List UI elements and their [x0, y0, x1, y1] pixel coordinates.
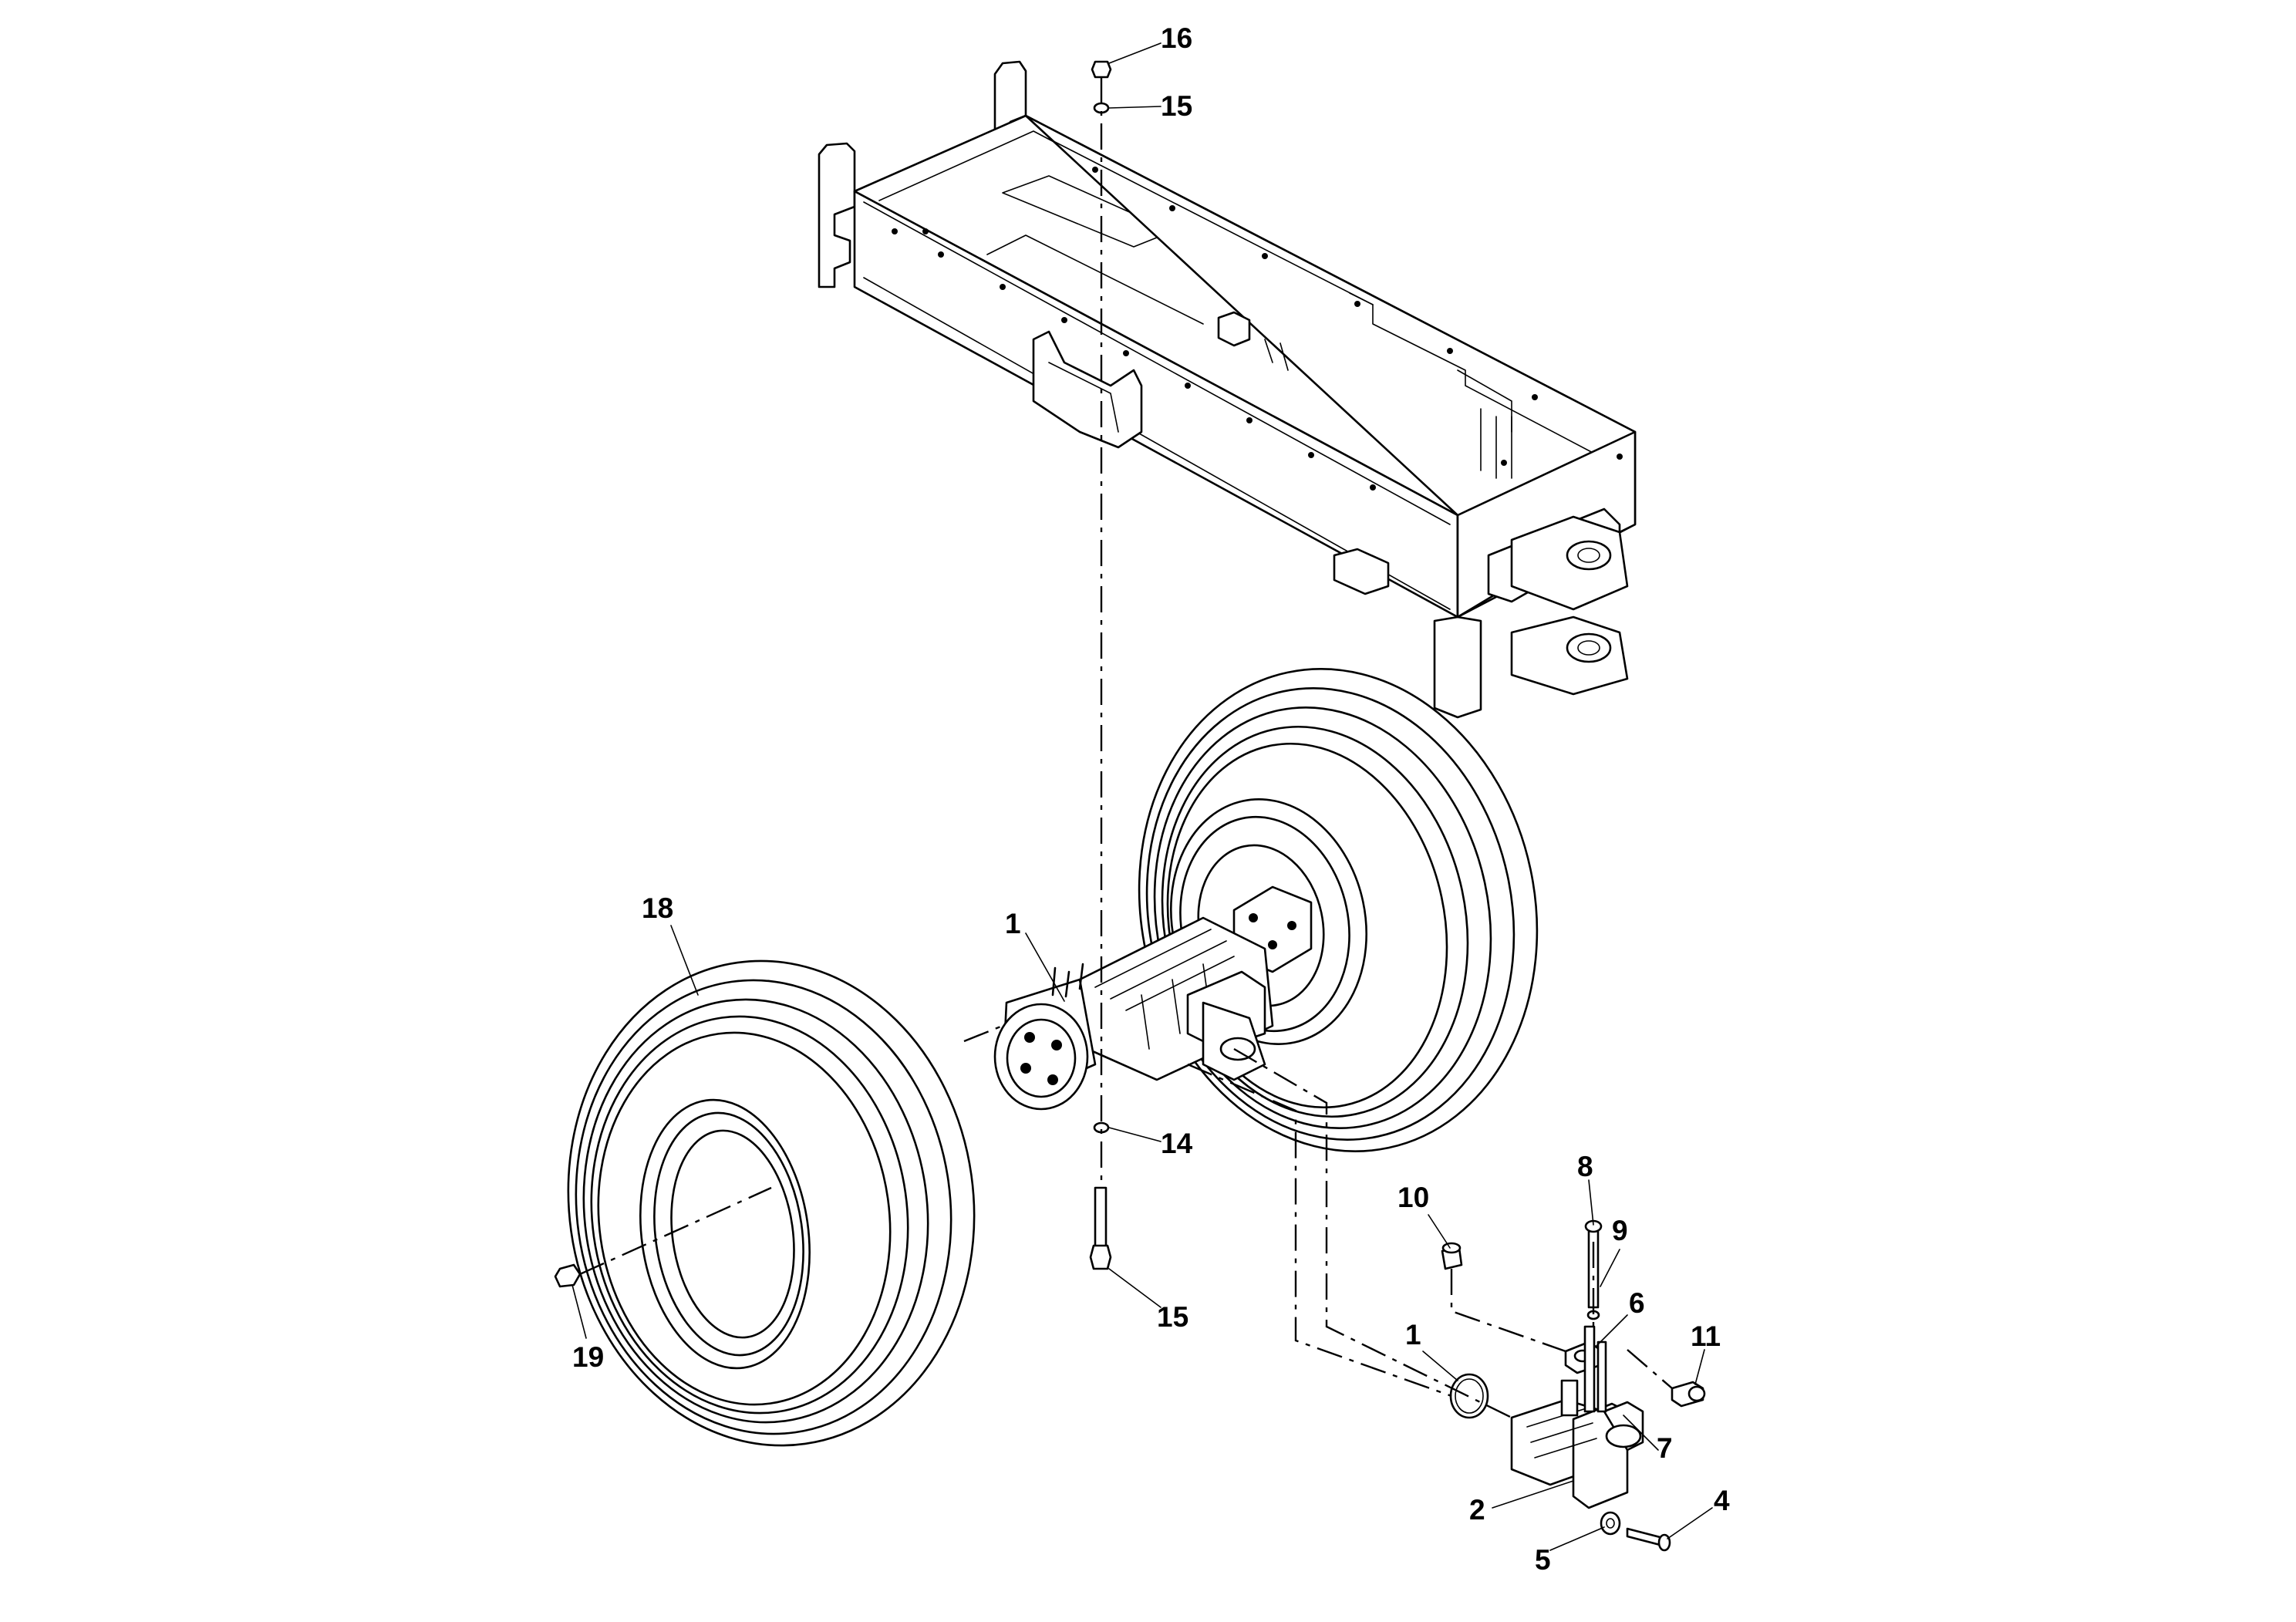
tire-left	[567, 959, 976, 1447]
callout-14: 14	[1161, 1128, 1193, 1159]
callout-15-bottom: 15	[1157, 1301, 1188, 1333]
callout-8: 8	[1577, 1151, 1593, 1182]
callout-5: 5	[1535, 1544, 1551, 1576]
alignment-lines	[579, 77, 1673, 1419]
hardware-bolts	[554, 60, 1112, 1288]
leader-lines	[571, 42, 1713, 1551]
callout-1-oring: 1	[1405, 1319, 1421, 1351]
callout-9: 9	[1612, 1215, 1628, 1246]
frame-chassis	[818, 60, 1637, 719]
callout-2: 2	[1469, 1494, 1485, 1526]
tire-right	[1138, 668, 1539, 1152]
callout-4: 4	[1714, 1485, 1730, 1516]
axle-assembly	[993, 885, 1313, 1111]
callout-6: 6	[1629, 1287, 1645, 1319]
callout-15-top: 15	[1161, 90, 1192, 122]
callout-10: 10	[1397, 1182, 1429, 1213]
callout-11: 11	[1691, 1320, 1721, 1352]
callout-labels: 16 15 18 1 14 8 10 9 6 11 15 19 1 7 2 4 …	[572, 22, 1730, 1576]
callout-1-axle: 1	[1005, 908, 1021, 939]
callout-18: 18	[642, 892, 673, 924]
callout-16: 16	[1161, 22, 1192, 54]
callout-7: 7	[1657, 1432, 1673, 1464]
callout-19: 19	[572, 1341, 604, 1373]
